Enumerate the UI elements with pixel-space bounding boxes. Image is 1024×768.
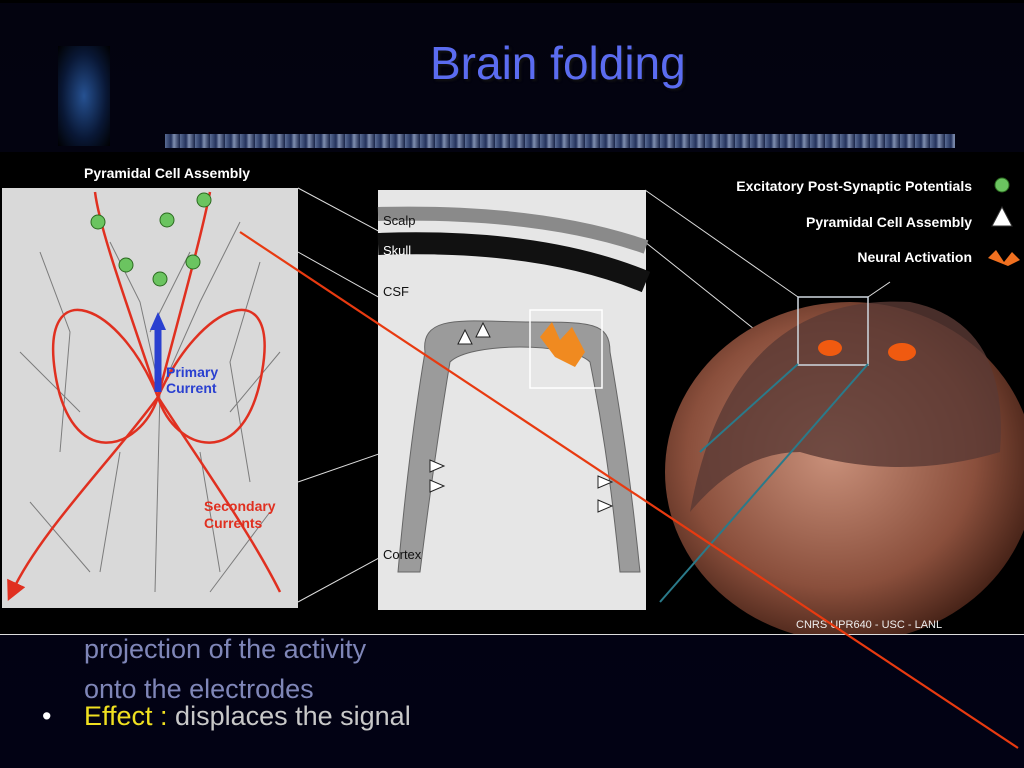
epsp-dots bbox=[90, 192, 212, 287]
legend-pyramidal: Pyramidal Cell Assembly bbox=[805, 214, 972, 230]
primary-current-label: Primary Current bbox=[166, 364, 219, 396]
csf-label: CSF bbox=[383, 284, 409, 299]
bullet-dot: • bbox=[42, 701, 52, 731]
left-panel-label: Pyramidal Cell Assembly bbox=[84, 165, 251, 181]
text-line-1: projection of the activity bbox=[84, 634, 367, 664]
legend-epsp: Excitatory Post-Synaptic Potentials bbox=[736, 178, 972, 194]
bullet-key: Effect : bbox=[84, 701, 168, 731]
cortex-label: Cortex bbox=[383, 547, 422, 562]
figure-panel: Pyramidal Cell Assembly Primary Current … bbox=[0, 152, 1024, 635]
decorative-band bbox=[165, 134, 955, 148]
credit-text: CNRS UPR640 - USC - LANL bbox=[796, 619, 943, 631]
legend-activation: Neural Activation bbox=[857, 249, 972, 265]
green-dot-icon bbox=[994, 177, 1010, 193]
slide-title: Brain folding bbox=[430, 37, 686, 89]
neuron-dendrites bbox=[19, 221, 281, 593]
secondary-currents-label: Secondary Currents bbox=[204, 498, 276, 531]
bullet-rest: displaces the signal bbox=[167, 701, 411, 731]
human-figure-image bbox=[58, 46, 110, 146]
scalp-label: Scalp bbox=[383, 213, 416, 228]
pyramidal-cell-icon bbox=[991, 205, 1013, 227]
activation-icon bbox=[988, 250, 1020, 266]
primary-current-arrowhead bbox=[150, 312, 166, 330]
skull-label: Skull bbox=[383, 243, 412, 258]
bullet-line: Effect : displaces the signal bbox=[84, 701, 411, 732]
